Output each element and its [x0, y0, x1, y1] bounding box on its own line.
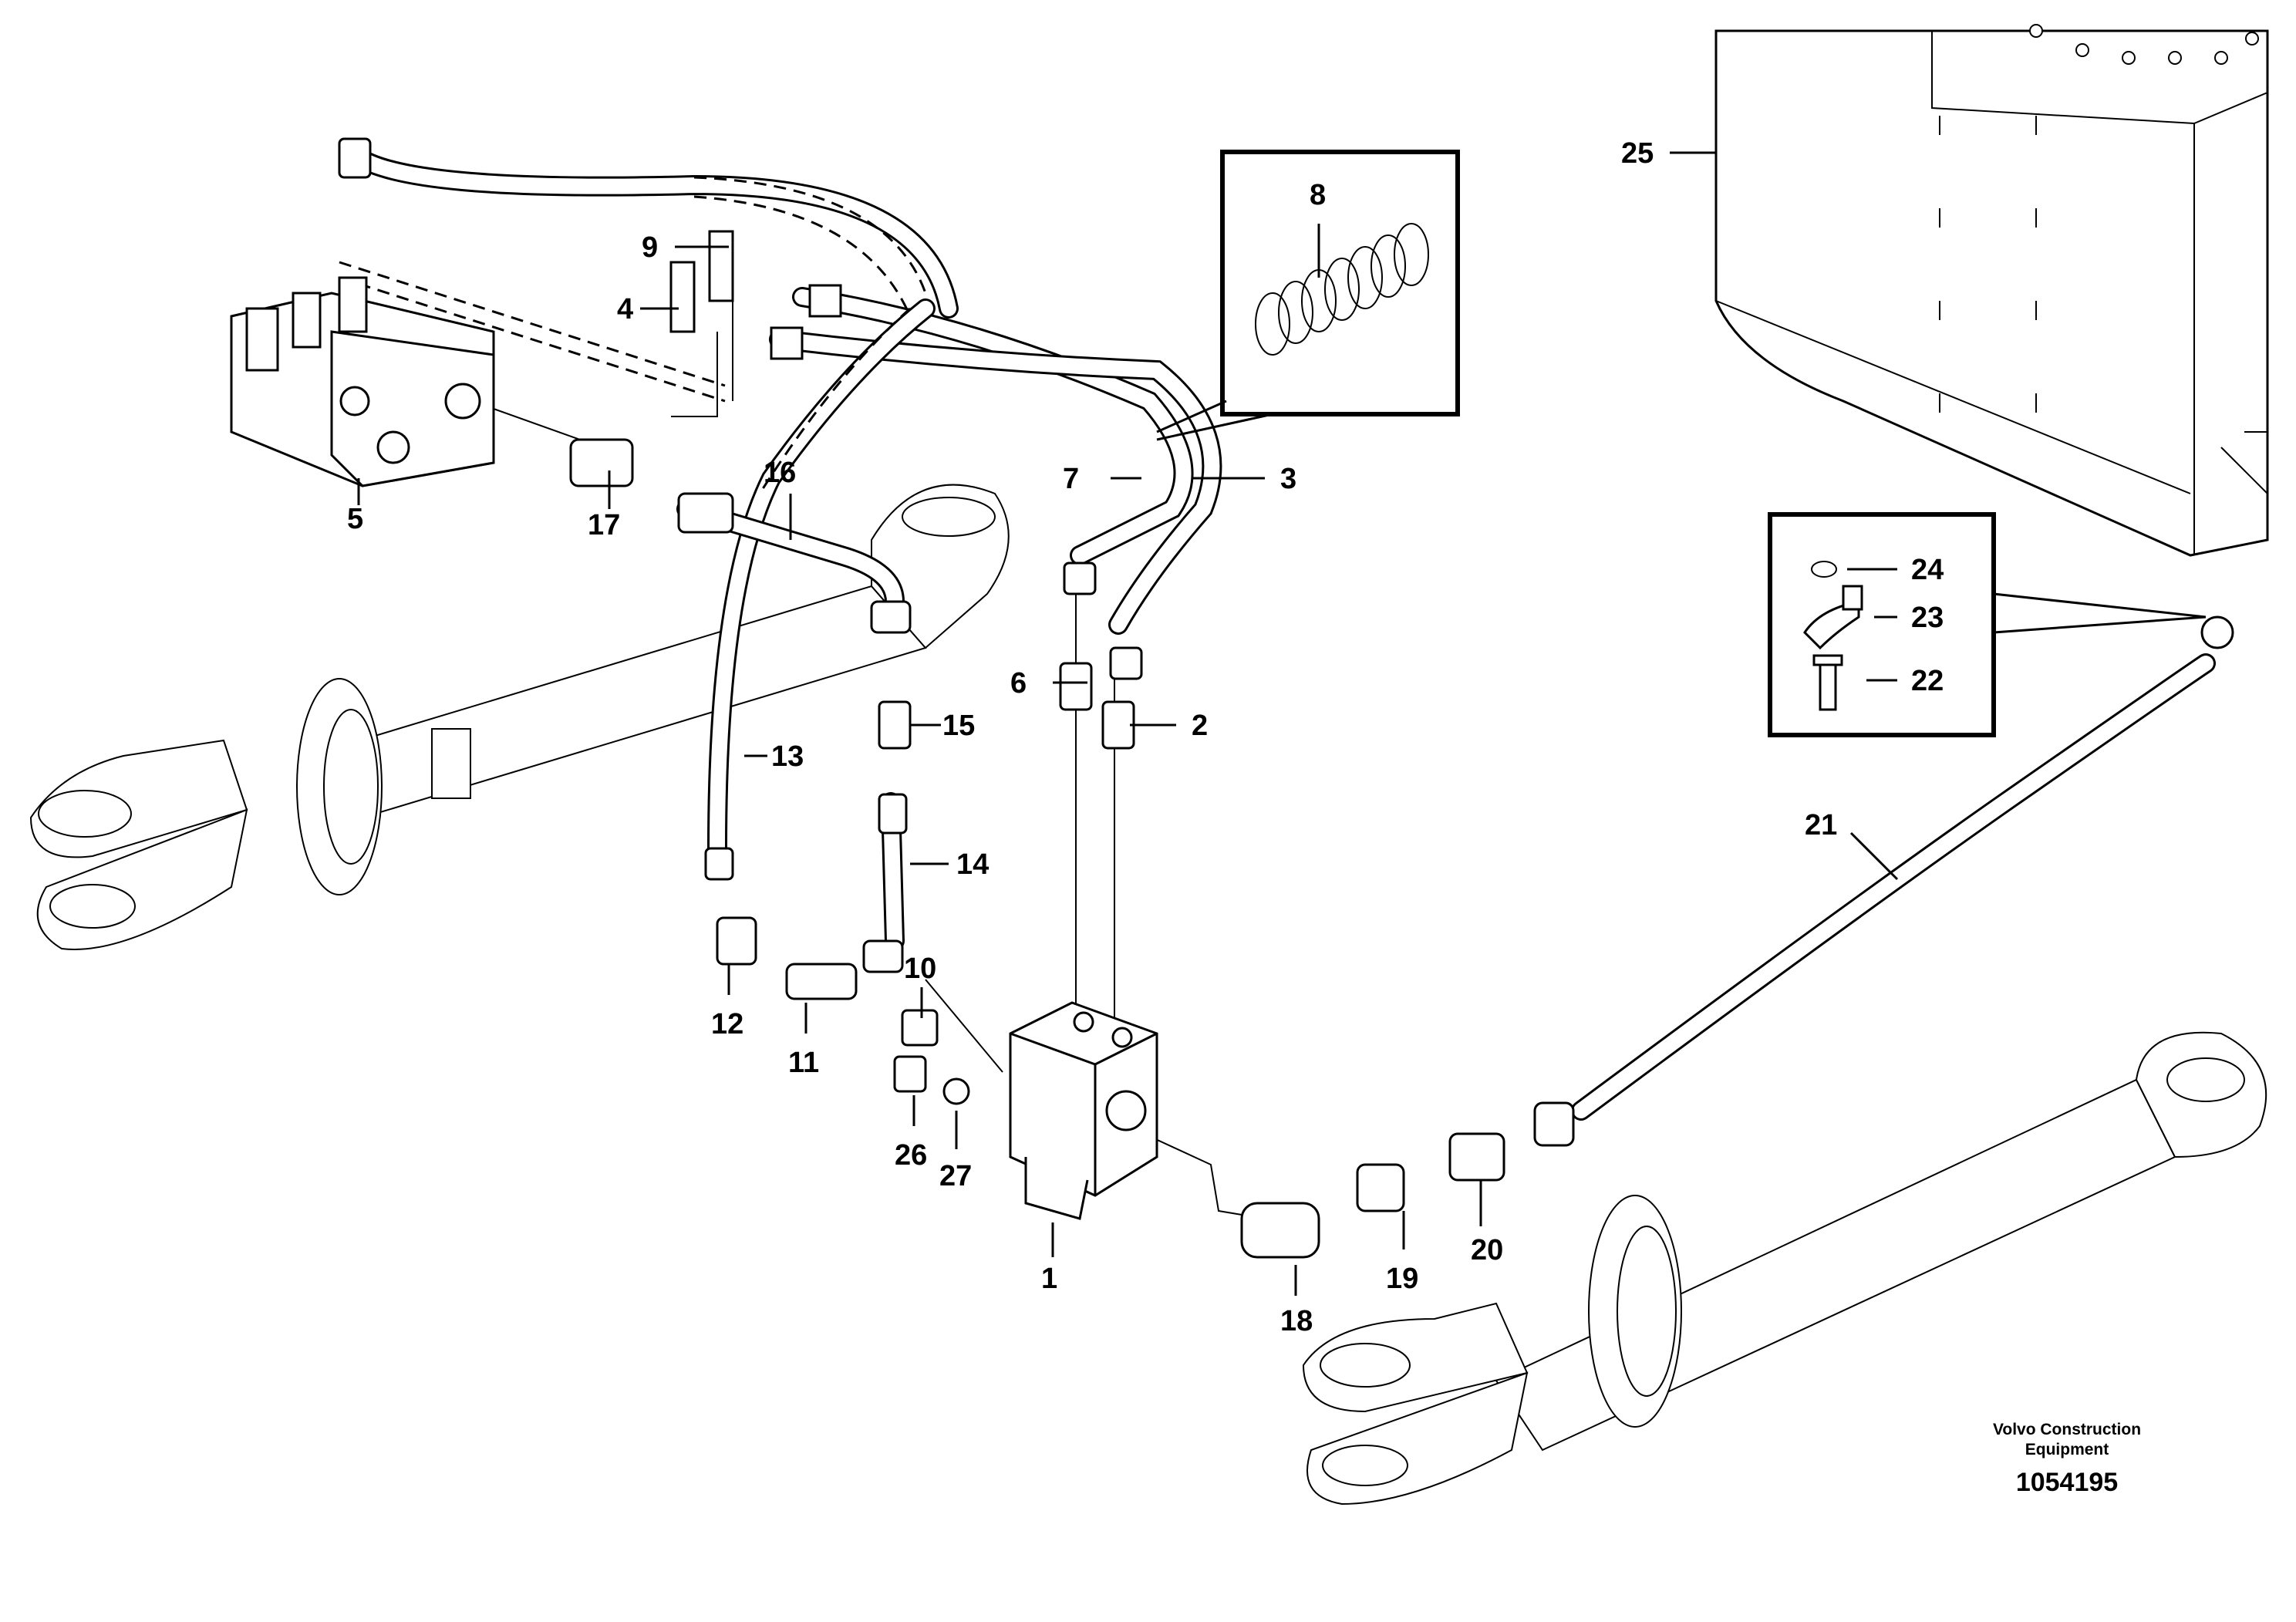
label-part-17: 17 — [588, 509, 620, 541]
label-part-25: 25 — [1621, 137, 1654, 170]
label-part-20: 20 — [1471, 1234, 1503, 1266]
lower-right-cylinder — [1302, 1031, 2267, 1506]
leader-lines — [357, 151, 1899, 1296]
label-part-18: 18 — [1280, 1305, 1313, 1337]
label-part-26: 26 — [895, 1139, 927, 1172]
label-part-7: 7 — [1063, 463, 1079, 495]
label-part-8: 8 — [1310, 179, 1326, 211]
label-part-3: 3 — [1280, 463, 1296, 495]
label-part-22: 22 — [1911, 665, 1944, 697]
detail-box-clamp — [1768, 512, 2207, 737]
label-part-21: 21 — [1805, 809, 1837, 841]
label-part-10: 10 — [904, 953, 936, 985]
label-part-13: 13 — [771, 740, 804, 773]
label-part-2: 2 — [1192, 710, 1208, 742]
label-part-27: 27 — [939, 1160, 972, 1192]
label-part-23: 23 — [1911, 602, 1944, 634]
label-part-11: 11 — [788, 1047, 819, 1079]
label-part-24: 24 — [1911, 554, 1944, 586]
label-part-12: 12 — [711, 1008, 743, 1040]
label-part-14: 14 — [956, 848, 989, 881]
priority-valve — [1009, 1001, 1158, 1220]
label-part-15: 15 — [942, 710, 975, 742]
detail-box-spring — [1156, 150, 1460, 441]
label-part-5: 5 — [347, 503, 363, 535]
label-part-16: 16 — [764, 457, 796, 489]
hydraulic-tank — [1714, 24, 2269, 557]
drawing-caption: Volvo Construction Equipment 1054195 — [1993, 1421, 2141, 1497]
label-part-9: 9 — [642, 231, 658, 264]
label-part-4: 4 — [617, 293, 633, 325]
label-part-1: 1 — [1041, 1263, 1057, 1295]
label-part-19: 19 — [1386, 1263, 1418, 1295]
hose-lines — [339, 144, 2216, 1219]
fittings — [338, 137, 2234, 1259]
company-name-line1: Volvo Construction — [1993, 1421, 2141, 1438]
spring-coil — [1255, 223, 1429, 356]
control-valve-block — [230, 276, 495, 487]
company-name-line2: Equipment — [2025, 1441, 2109, 1458]
label-part-6: 6 — [1010, 667, 1027, 700]
drawing-number: 1054195 — [2016, 1468, 2118, 1497]
part-labels: 1 2 3 4 5 6 7 8 9 10 11 12 13 14 15 16 1… — [347, 137, 1944, 1337]
upper-left-cylinder — [29, 484, 1010, 950]
